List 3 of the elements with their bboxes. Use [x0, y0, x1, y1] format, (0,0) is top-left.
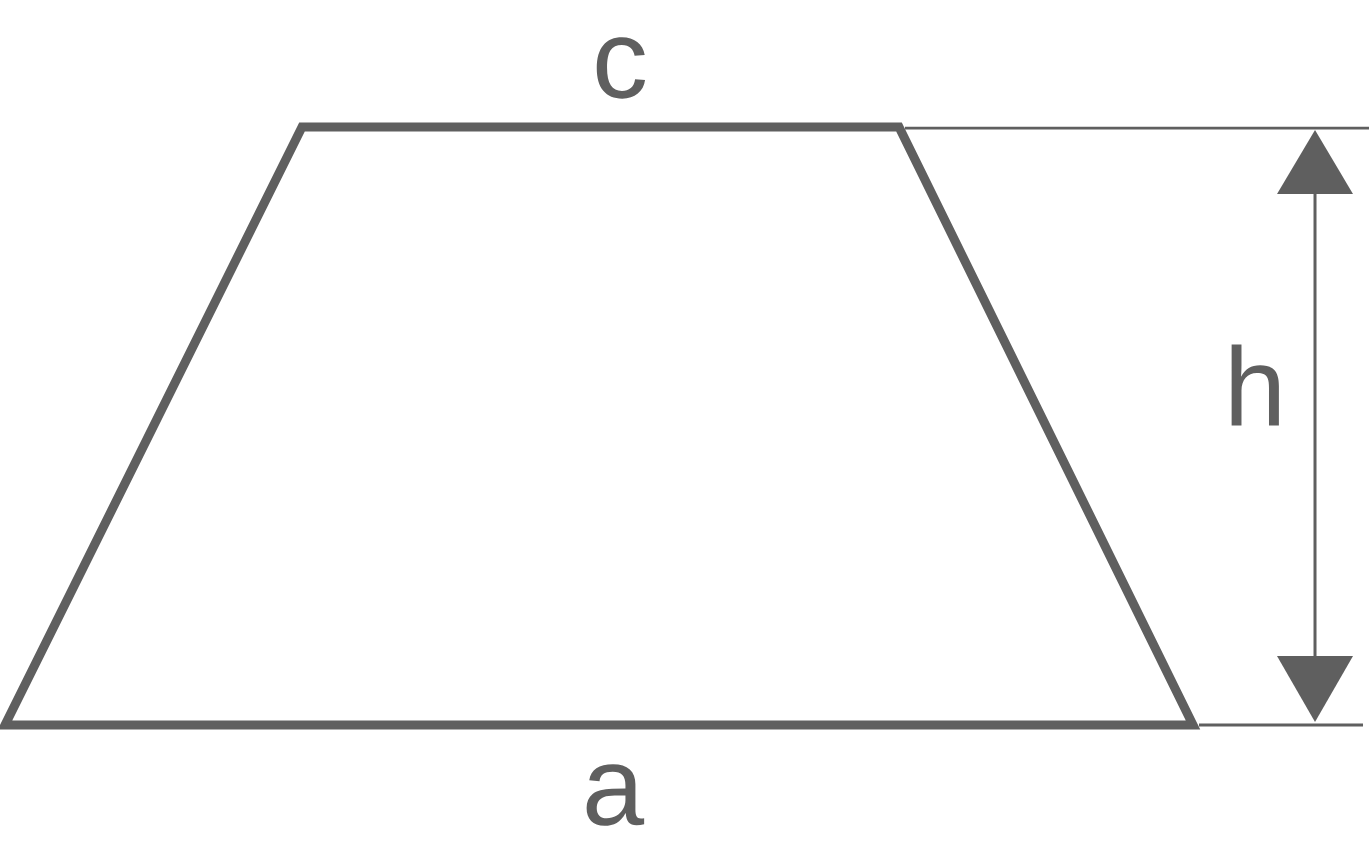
dimension-label: c [596, 37, 646, 99]
dimension-label: h [1231, 344, 1279, 426]
dimension-label: a [586, 764, 645, 826]
